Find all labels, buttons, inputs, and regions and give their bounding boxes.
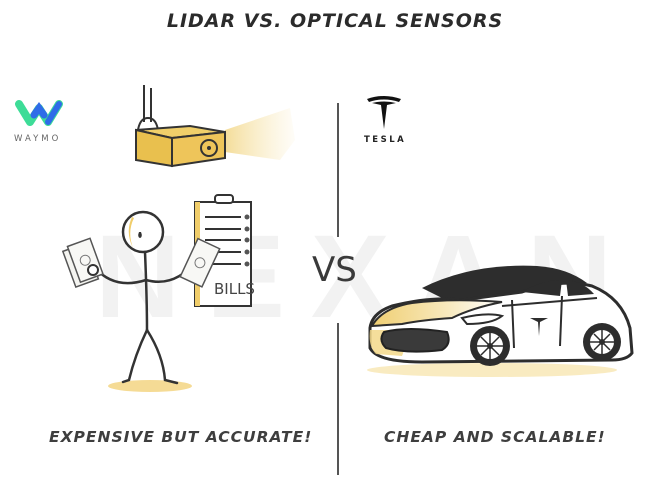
divider-bottom xyxy=(337,323,339,475)
page-title: LIDAR VS. OPTICAL SENSORS xyxy=(166,10,504,32)
stick-figure-with-money-icon: BILLS xyxy=(61,194,255,392)
left-caption: EXPENSIVE BUT ACCURATE! xyxy=(49,428,313,446)
waymo-logo-icon xyxy=(15,100,63,126)
vs-label: VS xyxy=(312,250,357,290)
right-caption: CHEAP AND SCALABLE! xyxy=(384,428,606,446)
bills-label: BILLS xyxy=(214,280,255,298)
waymo-wordmark: WAYMO xyxy=(14,134,62,144)
tesla-logo-icon xyxy=(367,96,401,129)
tesla-car-icon xyxy=(367,265,634,377)
tesla-wordmark: TESLA xyxy=(364,135,407,145)
divider-top xyxy=(337,103,339,237)
lidar-sensor-icon xyxy=(135,85,295,168)
